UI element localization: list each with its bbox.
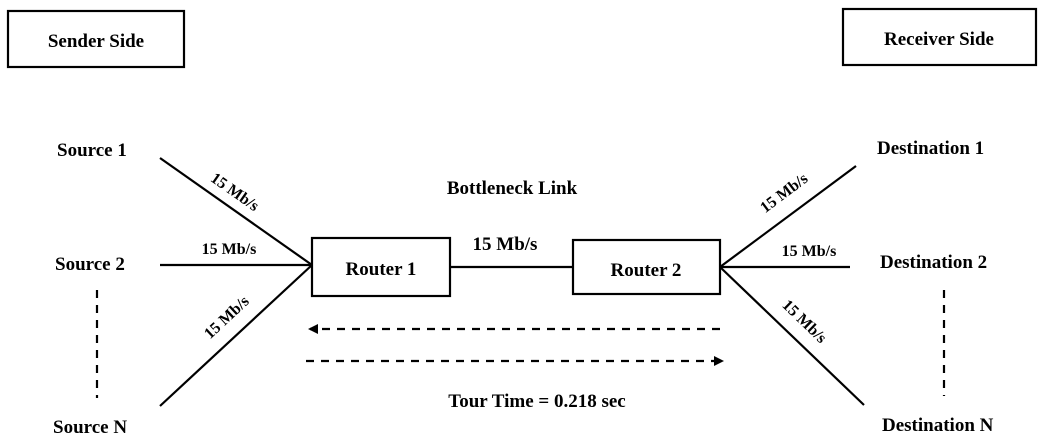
tour-time-label: Tour Time = 0.218 sec bbox=[448, 391, 625, 412]
source-n-label: Source N bbox=[53, 417, 127, 438]
router-1-label: Router 1 bbox=[346, 259, 417, 280]
source-1-link bbox=[159, 157, 313, 266]
destination-2-label: Destination 2 bbox=[880, 252, 987, 273]
bottleneck-speed-label: 15 Mb/s bbox=[473, 234, 538, 255]
source-2-label: Source 2 bbox=[55, 254, 125, 275]
destination-1-label: Destination 1 bbox=[877, 138, 984, 159]
destination-n-label: Destination N bbox=[882, 415, 994, 436]
destination-1-speed-label: 15 Mb/s bbox=[757, 170, 811, 216]
receiver-side-box bbox=[841, 7, 1038, 67]
destination-1-link bbox=[719, 165, 857, 268]
receiver-side-label: Receiver Side bbox=[884, 29, 994, 50]
sender-side-box bbox=[6, 9, 186, 69]
destination-2-speed-label: 15 Mb/s bbox=[782, 243, 837, 260]
router-1-box bbox=[310, 236, 452, 298]
bottleneck-link-label: Bottleneck Link bbox=[447, 178, 578, 199]
router-2-box bbox=[571, 238, 722, 296]
source-1-speed-label: 15 Mb/s bbox=[207, 170, 262, 215]
sender-side-label: Sender Side bbox=[48, 31, 144, 52]
source-n-speed-label: 15 Mb/s bbox=[201, 293, 253, 343]
source-n-link bbox=[159, 264, 313, 407]
destination-n-link bbox=[719, 266, 865, 406]
router-2-label: Router 2 bbox=[611, 260, 682, 281]
destination-n-speed-label: 15 Mb/s bbox=[779, 297, 830, 347]
source-2-speed-label: 15 Mb/s bbox=[202, 241, 257, 258]
source-1-label: Source 1 bbox=[57, 140, 127, 161]
